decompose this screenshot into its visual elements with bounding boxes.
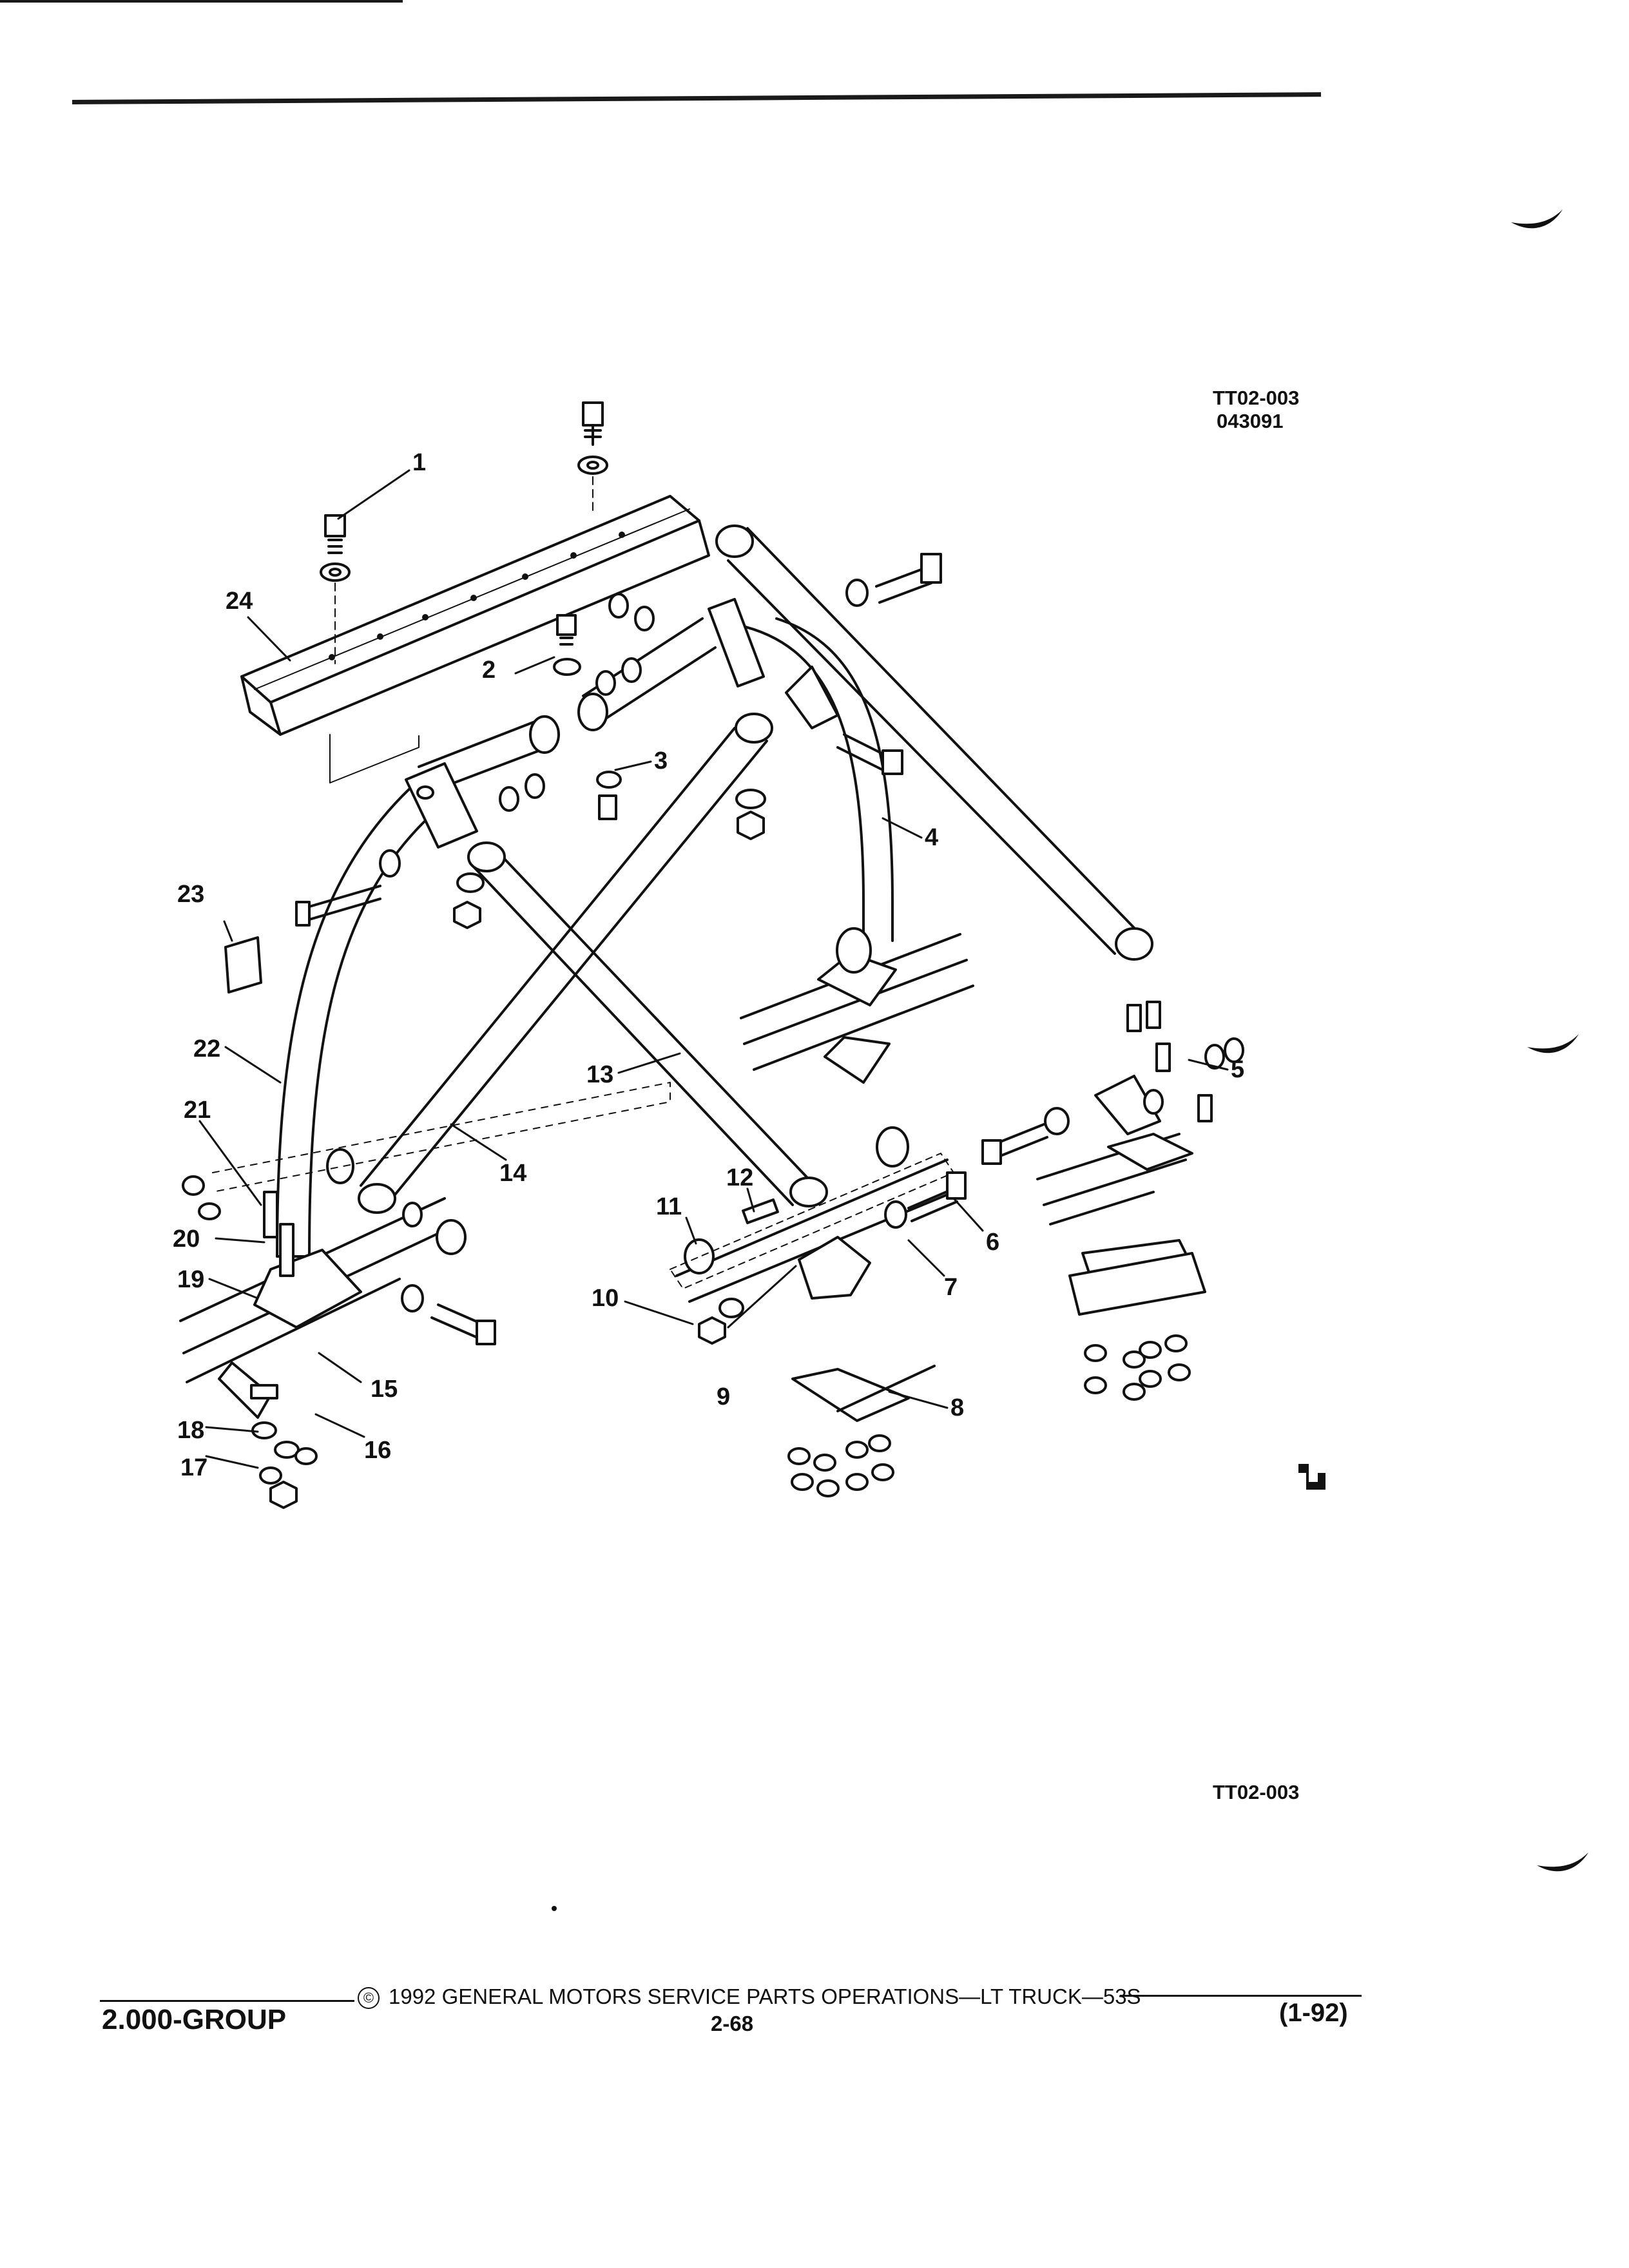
callout-19: 19 — [177, 1266, 204, 1293]
callout-2: 2 — [482, 657, 496, 684]
callout-10: 10 — [592, 1285, 619, 1312]
callout-20: 20 — [173, 1225, 200, 1253]
callout-6: 6 — [986, 1229, 999, 1256]
callout-5: 5 — [1231, 1056, 1244, 1083]
scan-marks — [552, 209, 1588, 1911]
callout-18: 18 — [177, 1417, 204, 1444]
page-number: 2-68 — [711, 2012, 754, 2035]
arch-rod-left — [276, 785, 439, 1258]
diagonal-rod-13 — [467, 841, 828, 1207]
callout-8: 8 — [950, 1394, 964, 1421]
illustration-number: 043091 — [1217, 410, 1284, 432]
group-label: 2.000-GROUP — [102, 2004, 287, 2035]
upper-tube-left — [405, 715, 560, 849]
callout-1: 1 — [412, 449, 426, 476]
bolt-washer-2 — [553, 614, 581, 676]
frame-rail-right — [981, 1001, 1244, 1401]
illustration-code: TT02-003 — [1213, 387, 1300, 409]
callout-15: 15 — [371, 1376, 398, 1403]
callout-16: 16 — [364, 1437, 391, 1464]
bolt-washer-upper — [577, 401, 608, 516]
callout-23: 23 — [177, 881, 204, 908]
callout-17: 17 — [180, 1454, 207, 1481]
footer-rule-left — [100, 2000, 354, 2002]
decal — [224, 936, 262, 994]
callout-4: 4 — [925, 824, 938, 851]
callout-13: 13 — [586, 1061, 613, 1088]
upper-hardware — [295, 553, 942, 929]
upper-tube-right — [577, 598, 839, 731]
crossmember-channel — [240, 495, 710, 736]
bottom-illustration-code: TT02-003 — [1213, 1781, 1300, 1803]
callout-24: 24 — [226, 588, 253, 615]
revision-date: (1-92) — [1279, 1999, 1348, 2027]
top-right-rod — [715, 524, 1153, 961]
callout-3: 3 — [654, 747, 668, 774]
footer-rule-right — [1120, 1995, 1362, 1997]
callout-21: 21 — [184, 1097, 211, 1124]
frame-rail-left — [179, 1082, 671, 1419]
diagonal-rod-14 — [358, 713, 773, 1214]
callout-9: 9 — [717, 1383, 730, 1410]
copyright-text: 1992 GENERAL MOTORS SERVICE PARTS OPERAT… — [389, 1984, 1141, 2008]
callout-7: 7 — [944, 1274, 958, 1301]
frame-rail-middle — [670, 927, 974, 1497]
bolt-washer-left — [320, 514, 351, 664]
copyright-symbol: © — [358, 1987, 380, 2010]
callout-11: 11 — [656, 1193, 682, 1220]
top-corner-rule — [0, 0, 403, 3]
callout-14: 14 — [499, 1160, 526, 1187]
copyright-line: © 1992 GENERAL MOTORS SERVICE PARTS OPERA… — [358, 1984, 1141, 2010]
callout-22: 22 — [193, 1035, 220, 1062]
callout-12: 12 — [726, 1164, 753, 1191]
lower-fasteners-left — [250, 1191, 318, 1509]
leader-lines — [198, 469, 1229, 1469]
